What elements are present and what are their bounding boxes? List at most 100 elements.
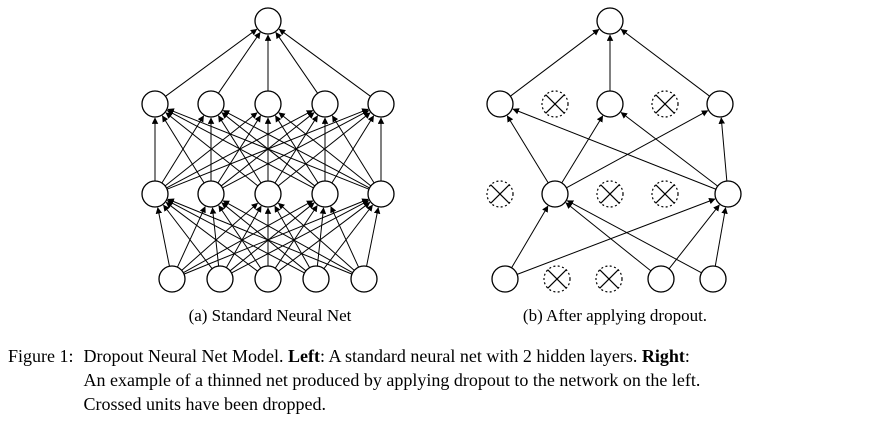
- unit-node: [486, 90, 514, 118]
- connection-arrow: [176, 206, 206, 268]
- unit-circle: [311, 180, 339, 208]
- unit-circle: [302, 265, 330, 293]
- dropout-net-diagram: [486, 7, 742, 293]
- connection-arrow: [165, 202, 258, 272]
- standard-net-panel: (a) Standard Neural Net: [130, 4, 410, 326]
- unit-circle: [596, 7, 624, 35]
- connection-arrow: [274, 205, 318, 269]
- connection-arrow: [366, 207, 381, 267]
- dropped-unit-node: [543, 265, 571, 293]
- cross-mark: [490, 184, 510, 204]
- connection-arrow: [181, 202, 259, 271]
- connection-arrow: [275, 32, 319, 94]
- unit-circle: [367, 180, 395, 208]
- caption-label: Figure 1:: [8, 346, 74, 366]
- unit-node: [197, 90, 225, 118]
- connection-arrow: [511, 205, 549, 269]
- connection-arrow: [668, 204, 720, 270]
- subcaption-a: (a) Standard Neural Net: [188, 306, 352, 325]
- unit-circle: [254, 90, 282, 118]
- unit-node: [254, 265, 282, 293]
- unit-circle: [486, 90, 514, 118]
- unit-node: [714, 180, 742, 208]
- cross-mark: [547, 269, 567, 289]
- dropped-unit-node: [595, 265, 623, 293]
- unit-circle: [714, 180, 742, 208]
- connection-arrow: [274, 205, 311, 268]
- figure-caption: Figure 1: Dropout Neural Net Model. Left…: [8, 344, 700, 416]
- unit-circle: [647, 265, 675, 293]
- unit-circle: [541, 180, 569, 208]
- connection-arrow: [183, 198, 369, 275]
- dropped-unit-node: [541, 90, 569, 118]
- connection-arrow: [165, 28, 258, 97]
- dropped-unit-node: [596, 180, 624, 208]
- unit-node: [491, 265, 519, 293]
- connection-arrow: [620, 112, 718, 187]
- connection-arrow: [222, 200, 353, 274]
- connection-arrow: [620, 29, 710, 97]
- connection-arrow: [512, 108, 717, 190]
- unit-node: [647, 265, 675, 293]
- caption-run: Dropout Neural Net Model.: [83, 346, 288, 366]
- cross-mark: [655, 94, 675, 114]
- unit-node: [596, 7, 624, 35]
- unit-circle: [254, 7, 282, 35]
- unit-circle: [699, 265, 727, 293]
- unit-circle: [311, 90, 339, 118]
- unit-node: [206, 265, 234, 293]
- unit-circle: [367, 90, 395, 118]
- unit-circle: [206, 265, 234, 293]
- unit-circle: [141, 180, 169, 208]
- connection-arrow: [566, 200, 702, 274]
- unit-node: [596, 90, 624, 118]
- caption-run: :: [684, 346, 690, 366]
- unit-circle: [141, 90, 169, 118]
- unit-node: [541, 180, 569, 208]
- unit-node: [350, 265, 378, 293]
- dropped-unit-node: [651, 90, 679, 118]
- unit-node: [311, 90, 339, 118]
- cross-mark: [545, 94, 565, 114]
- unit-node: [254, 7, 282, 35]
- unit-node: [141, 180, 169, 208]
- connection-arrow: [167, 108, 370, 190]
- unit-circle: [197, 90, 225, 118]
- connection-arrow: [331, 115, 375, 184]
- cross-mark: [600, 184, 620, 204]
- caption-run: Crossed units have been dropped.: [83, 394, 326, 414]
- unit-node: [141, 90, 169, 118]
- unit-circle: [158, 265, 186, 293]
- cross-mark: [599, 269, 619, 289]
- connection-arrow: [229, 202, 315, 272]
- unit-circle: [596, 90, 624, 118]
- unit-node: [706, 90, 734, 118]
- unit-circle: [254, 180, 282, 208]
- connection-arrow: [510, 29, 600, 97]
- connection-arrow: [565, 202, 652, 272]
- unit-circle: [706, 90, 734, 118]
- connection-arrow: [221, 202, 307, 272]
- connection-arrow: [217, 32, 261, 94]
- connection-arrow: [277, 202, 355, 271]
- unit-node: [367, 180, 395, 208]
- connection-arrow: [714, 207, 728, 267]
- dropout-net-panel: (b) After applying dropout.: [470, 4, 760, 326]
- caption-keyword: Right: [641, 346, 685, 366]
- subcaption-b: (b) After applying dropout.: [522, 306, 708, 325]
- connection-arrow: [323, 204, 373, 269]
- connection-arrow: [506, 115, 549, 184]
- unit-circle: [491, 265, 519, 293]
- unit-node: [197, 180, 225, 208]
- dropped-unit-node: [486, 180, 514, 208]
- connection-arrow: [155, 207, 170, 267]
- connection-arrow: [166, 200, 305, 274]
- unit-circle: [350, 265, 378, 293]
- connection-arrow: [330, 206, 360, 268]
- connection-arrow: [225, 205, 262, 268]
- unit-node: [302, 265, 330, 293]
- standard-net-diagram: [141, 7, 395, 293]
- caption-run: An example of a thinned net produced by …: [83, 370, 701, 390]
- connection-arrow: [231, 200, 370, 274]
